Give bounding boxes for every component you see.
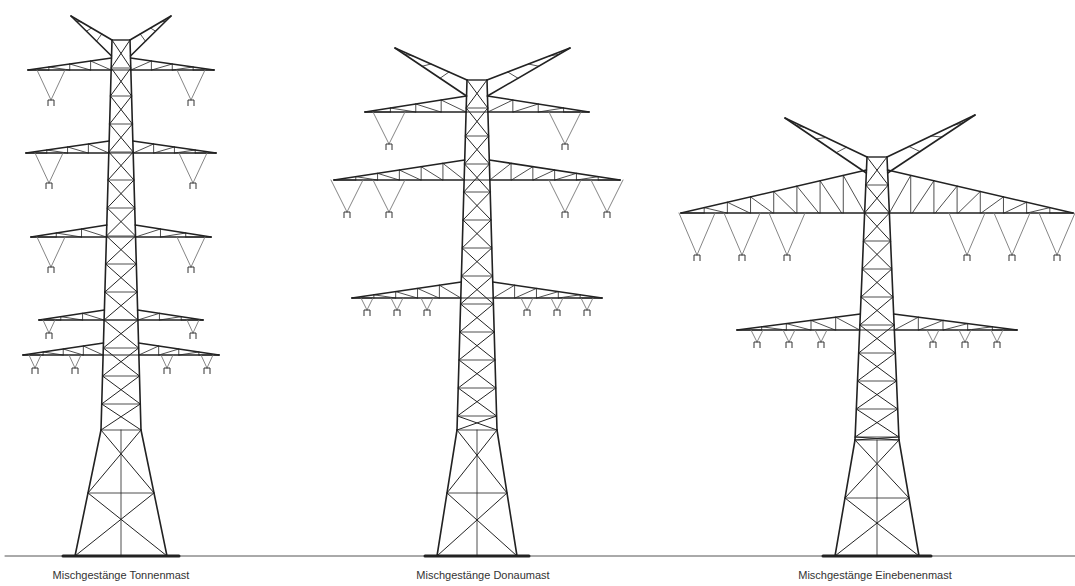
- tower-caption: Mischgestänge Einebenenmast: [798, 569, 951, 581]
- tower-caption: Mischgestänge Tonnenmast: [53, 569, 190, 581]
- tower-caption: Mischgestänge Donaumast: [416, 569, 549, 581]
